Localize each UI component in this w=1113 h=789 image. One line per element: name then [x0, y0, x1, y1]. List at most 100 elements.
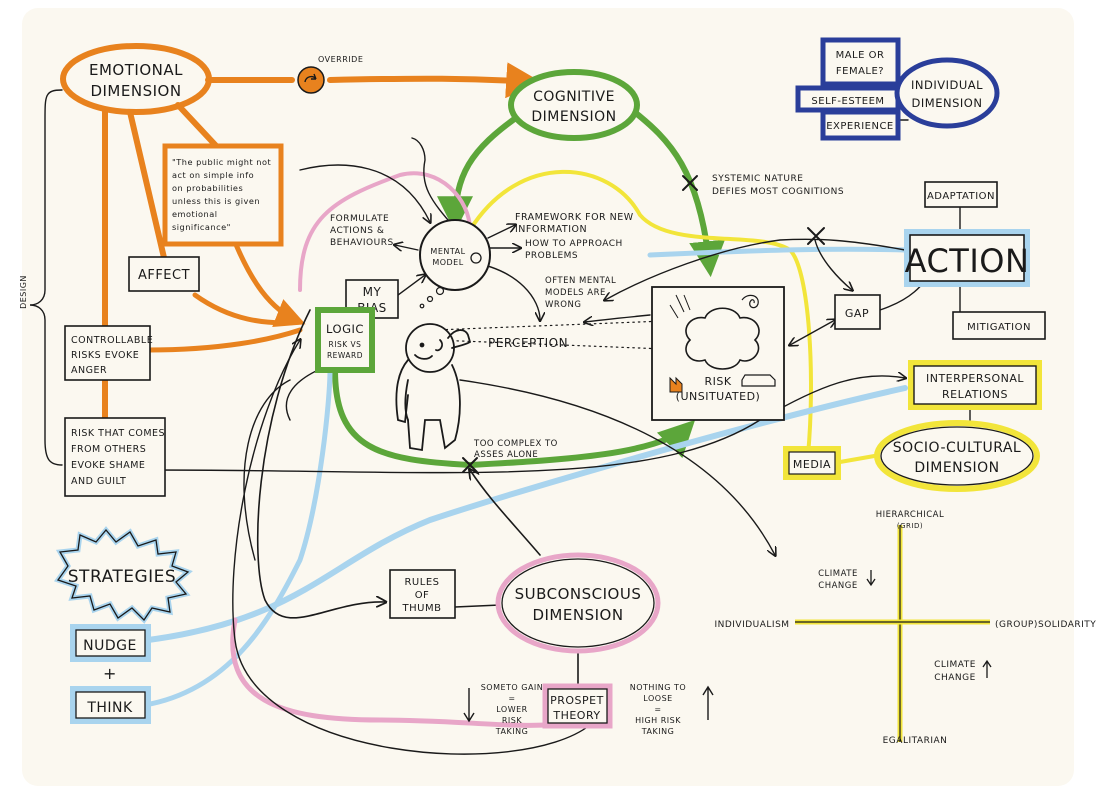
override-line-right: [327, 62, 543, 99]
gear-icon: [470, 252, 482, 264]
mitigation-box[interactable]: MITIGATION: [952, 311, 1046, 340]
nudge-box[interactable]: NUDGE: [70, 624, 151, 662]
action-label: ACTION: [905, 242, 1030, 280]
quote-line-2: act on simple info: [172, 170, 254, 180]
emotional-node[interactable]: EMOTIONAL DIMENSION: [60, 43, 212, 115]
q2-line-1: CLIMATE: [934, 660, 976, 670]
strategies-burst[interactable]: STRATEGIES: [53, 526, 193, 624]
quote-line-3: on probabilities: [172, 183, 243, 193]
mental-to-framework: [487, 225, 515, 239]
socio-title-l1: SOCIO-CULTURAL: [893, 440, 1022, 456]
car-icon: [741, 374, 776, 387]
too-complex-line-1: TOO COMPLEX TO: [473, 439, 558, 449]
subconscious-node[interactable]: SUBCONSCIOUS DIMENSION: [495, 552, 661, 654]
emotional-title-l1: EMOTIONAL: [89, 61, 183, 79]
prospect-box[interactable]: PROSPET THEORY: [542, 683, 613, 729]
often-line-1: OFTEN MENTAL: [545, 276, 616, 286]
think-box[interactable]: THINK: [70, 686, 151, 724]
male-box: [820, 37, 901, 87]
prospect-line-2: THEORY: [552, 709, 600, 722]
prospect-left-note: SOMETO GAIN = LOWER RISK TAKING: [463, 683, 543, 736]
right-note-4: HIGH RISK: [635, 716, 681, 725]
prospect-right-note: NOTHING TO LOOSE = HIGH RISK TAKING: [630, 683, 714, 736]
grid-top-sub: (GRID): [897, 522, 923, 530]
quote-line-4: unless this is given: [172, 196, 260, 206]
gap-risk-arrow: [790, 320, 835, 345]
framework-line-2: INFORMATION: [515, 224, 587, 235]
mental-up: [411, 137, 456, 229]
grid-left-label: INDIVIDUALISM: [714, 620, 789, 630]
subconscious-title-l2: DIMENSION: [532, 606, 623, 624]
controllable-box[interactable]: CONTROLLABLE RISKS EVOKE ANGER: [64, 325, 153, 381]
pink-top-loop: [298, 171, 472, 292]
top-to-mental: [299, 164, 430, 222]
rules-line-2: OF: [415, 590, 430, 601]
arrow-down-icon: [463, 688, 475, 723]
self-esteem-label: SELF-ESTEEM: [811, 96, 884, 107]
risk-subtitle: (UNSITUATED): [676, 390, 761, 403]
mental-model-line-2: MODEL: [432, 258, 463, 267]
grid-right-label: SOLIDARITY: [1038, 620, 1096, 630]
risk-to-perception: [585, 314, 651, 322]
mental-model-line-1: MENTAL: [430, 247, 465, 256]
plus-label: +: [103, 664, 117, 683]
others-line-2: FROM OTHERS: [71, 444, 146, 455]
q2-line-2: CHANGE: [934, 673, 976, 683]
formulate-line-2: ACTIONS &: [330, 226, 384, 236]
cross-systemic: [682, 175, 698, 191]
individual-cluster[interactable]: MALE OR FEMALE? SELF-ESTEEM EXPERIENCE I…: [795, 37, 1000, 141]
logic-box[interactable]: LOGIC RISK VS REWARD: [315, 307, 375, 373]
logic-arrow-left: [285, 364, 331, 421]
often-line-3: WRONG: [545, 300, 581, 310]
too-complex-line-2: ASSES ALONE: [474, 450, 538, 460]
adaptation-box[interactable]: ADAPTATION: [924, 181, 998, 208]
action-box[interactable]: ACTION: [904, 229, 1030, 287]
media-box[interactable]: MEDIA: [783, 446, 841, 480]
q2-arrow-up-icon: [982, 659, 992, 678]
nudge-label: NUDGE: [83, 638, 137, 654]
framework-line-1: FRAMEWORK FOR NEW: [515, 212, 634, 223]
affect-box[interactable]: AFFECT: [128, 256, 200, 292]
others-box[interactable]: RISK THAT COMES FROM OTHERS EVOKE SHAME …: [64, 417, 166, 497]
socio-node[interactable]: SOCIO-CULTURAL DIMENSION: [874, 420, 1040, 492]
emotional-to-affect: [127, 109, 168, 265]
rules-box[interactable]: RULES OF THUMB: [389, 569, 456, 619]
q1-line-1: CLIMATE: [818, 569, 858, 579]
thought-bubbles-icon: [419, 286, 445, 309]
grid-top-label: HIERARCHICAL: [876, 510, 944, 520]
mental-model-node[interactable]: MENTAL MODEL: [419, 219, 491, 291]
complex-to-risk: [467, 419, 696, 468]
interpersonal-box[interactable]: INTERPERSONAL RELATIONS: [908, 360, 1042, 410]
grid-right-prefix: (GROUP): [995, 620, 1038, 630]
rules-line-3: THUMB: [402, 603, 442, 614]
design-bracket: [29, 89, 63, 466]
logic-line-2: RISK VS: [329, 340, 362, 349]
quote-box: "The public might not act on simple info…: [162, 143, 284, 247]
individual-title-l2: DIMENSION: [912, 96, 983, 110]
others-to-interpersonal: [149, 376, 905, 474]
male-line-1: MALE OR: [836, 50, 885, 61]
override-node[interactable]: OVERRIDE: [297, 55, 363, 94]
others-line-4: AND GUILT: [71, 476, 126, 487]
rules-to-subconscious: [454, 604, 501, 608]
others-line-1: RISK THAT COMES: [71, 428, 165, 439]
right-note-5: TAKING: [641, 727, 675, 736]
controllable-line-3: ANGER: [71, 365, 107, 376]
q1-line-2: CHANGE: [818, 581, 857, 591]
perception-label: PERCEPTION: [488, 336, 568, 350]
often-line-2: MODELS ARE: [545, 288, 606, 298]
factory-icon: [669, 376, 683, 393]
right-note-2: LOOSE: [643, 694, 672, 703]
gap-label: GAP: [845, 307, 869, 320]
gap-box[interactable]: GAP: [834, 294, 881, 330]
controllable-to-logic: [145, 327, 303, 353]
left-note-3: LOWER: [496, 705, 528, 714]
risk-box[interactable]: RISK (UNSITUATED): [651, 286, 785, 421]
person-to-grid: [459, 379, 775, 555]
cross-to-gap: [814, 239, 852, 290]
cognitive-node[interactable]: COGNITIVE DIMENSION: [508, 69, 640, 141]
systemic-line-1: SYSTEMIC NATURE: [712, 174, 803, 184]
quote-line-1: "The public might not: [172, 157, 271, 167]
cognitive-to-risk: [629, 107, 726, 278]
